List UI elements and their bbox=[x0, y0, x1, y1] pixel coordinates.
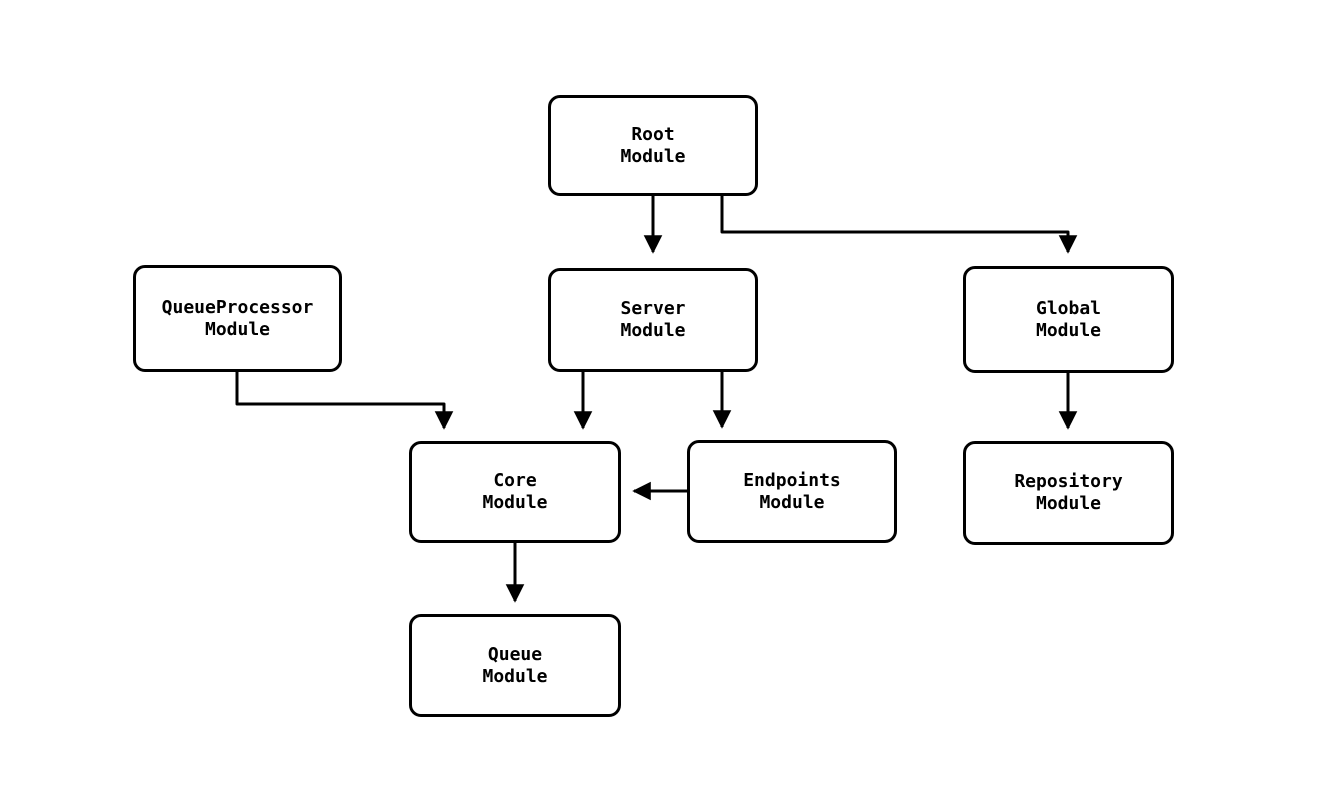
node-queue-module[interactable]: Queue Module bbox=[409, 614, 621, 717]
node-server-module[interactable]: Server Module bbox=[548, 268, 758, 372]
node-endpoints-module-label: Endpoints Module bbox=[743, 469, 841, 513]
node-core-module-label: Core Module bbox=[482, 470, 548, 513]
node-endpoints-module[interactable]: Endpoints Module bbox=[687, 440, 897, 543]
node-queue-module-label: Queue Module bbox=[482, 643, 548, 687]
node-core-module[interactable]: Core Module bbox=[409, 441, 621, 543]
node-repository-module[interactable]: Repository Module bbox=[963, 441, 1174, 545]
edge-root-global bbox=[720, 196, 1078, 254]
node-global-module[interactable]: Global Module bbox=[963, 266, 1174, 373]
node-repository-module-label: Repository Module bbox=[1014, 471, 1123, 514]
node-queueprocessor-module[interactable]: QueueProcessor Module bbox=[133, 265, 342, 372]
node-server-module-label: Server Module bbox=[620, 298, 686, 341]
node-queueprocessor-module-label: QueueProcessor Module bbox=[161, 296, 314, 340]
edge-queueprocessor-core bbox=[235, 372, 454, 430]
node-root-module[interactable]: Root Module bbox=[548, 95, 758, 196]
node-root-module-label: Root Module bbox=[620, 123, 686, 167]
node-global-module-label: Global Module bbox=[1035, 297, 1102, 341]
